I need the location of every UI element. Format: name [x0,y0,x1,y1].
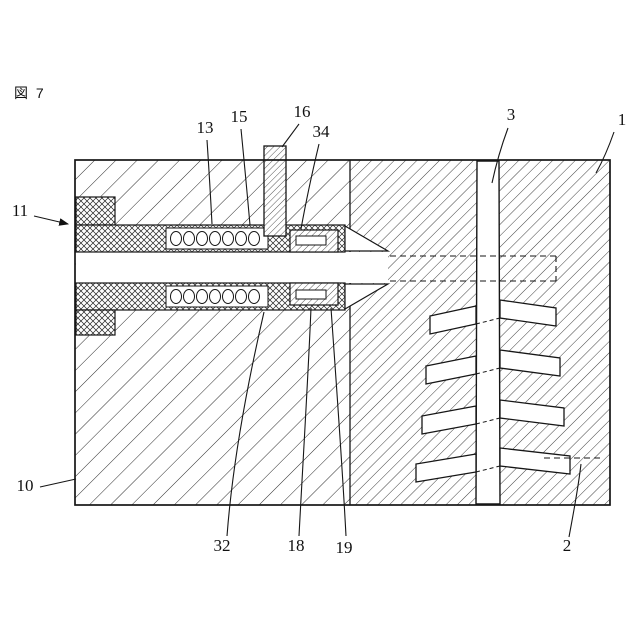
leader-line-3 [491,127,509,184]
screw-flight [499,349,561,377]
lower-assembly [75,282,391,336]
left-block-hatch [75,160,350,505]
upper-ball-row [170,231,260,246]
leader-line-1 [595,131,615,174]
leader-line-34 [300,143,320,230]
lower-taper-tip [344,283,391,311]
leader-line-32 [226,311,265,537]
bearing-ball [235,231,247,246]
ref-label-18: 18 [288,536,305,555]
upper-seal-slot [295,235,327,246]
ref-label-16: 16 [294,102,311,121]
pin-body [263,145,287,237]
figure-caption: 図 7 [14,85,46,101]
upper-assembly [75,196,391,253]
upper-taper-tip [344,224,391,252]
leader-line-13 [206,139,213,225]
screw-shaft [475,160,501,505]
lower-step [75,309,116,336]
ref-label-11: 11 [12,201,28,220]
bearing-ball [170,289,182,304]
ref-label-10: 10 [17,476,34,495]
leader-arrow-11 [33,215,70,226]
leader-line-18 [298,307,312,537]
bearing-ball [209,289,221,304]
bearing-ball [248,289,260,304]
bearing-ball [183,231,195,246]
leader-line-10 [39,478,77,488]
bearing-ball [196,289,208,304]
figure-frame [74,159,611,506]
screw-flight [499,447,571,475]
leader-line-16 [281,123,300,148]
leader-line-19 [330,307,347,537]
ref-label-32: 32 [214,536,231,555]
bearing-ball [170,231,182,246]
screw-flight [421,405,477,435]
bearing-ball [222,231,234,246]
lower-ball-row [170,289,260,304]
lower-seal-slot [295,289,327,300]
ref-label-34: 34 [313,122,331,141]
ref-label-13: 13 [197,118,214,137]
ref-label-15: 15 [231,107,248,126]
ref-label-1: 1 [618,110,627,129]
bearing-ball [222,289,234,304]
ref-label-2: 2 [563,536,572,555]
leader-line-2 [568,463,582,538]
ref-label-19: 19 [336,538,353,557]
screw-flight [429,305,477,335]
screw-flight [499,399,565,427]
bearing-ball [183,289,195,304]
upper-step [75,196,116,226]
screw-flight [415,453,477,483]
bearing-ball [248,231,260,246]
ref-label-3: 3 [507,105,516,124]
screw [415,160,571,505]
vertical-pin [263,145,287,237]
leader-lines [33,123,615,538]
bearing-ball [196,231,208,246]
leader-line-15 [240,128,251,226]
screw-flight [425,355,477,385]
bearing-ball [235,289,247,304]
bearing-ball [209,231,221,246]
hidden-bore-lines [390,255,600,459]
bore-channel [76,252,388,283]
screw-flight [499,299,557,327]
